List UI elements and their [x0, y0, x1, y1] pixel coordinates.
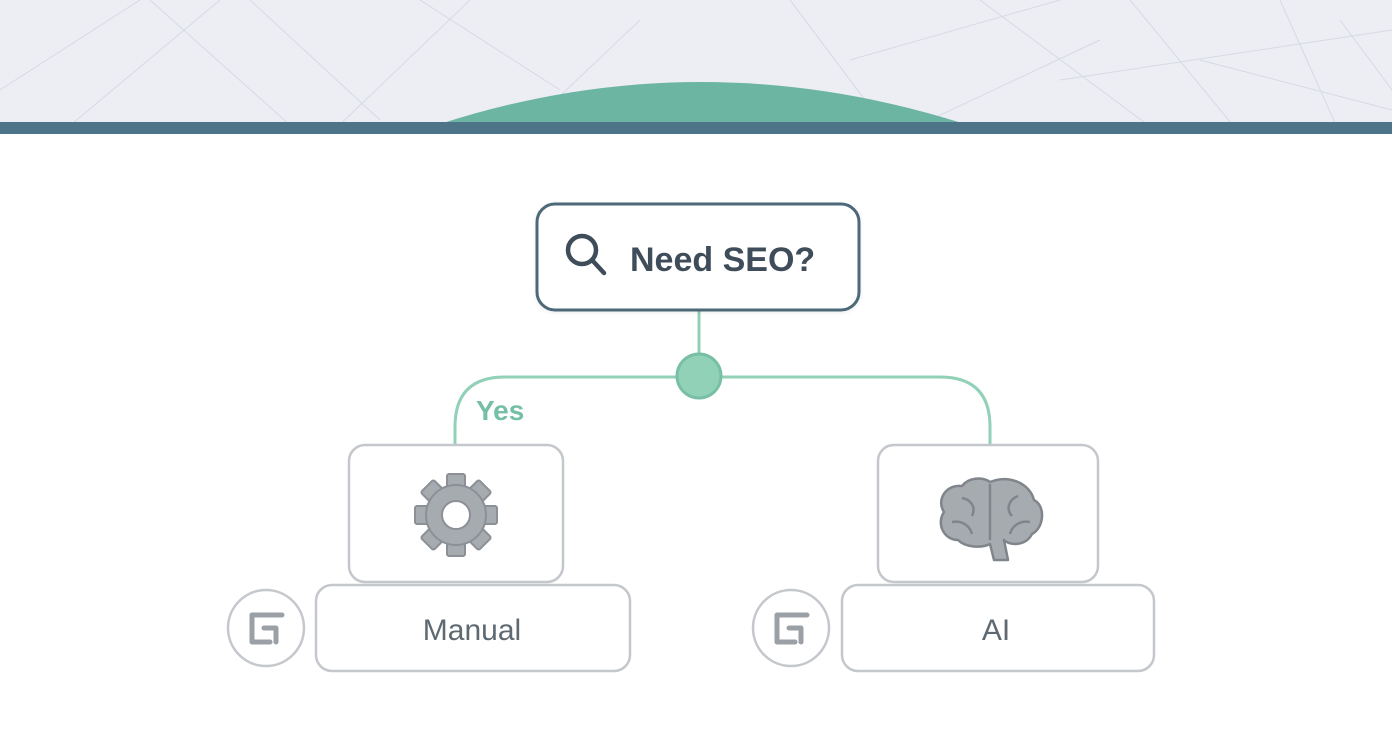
manual-label-box [314, 583, 632, 673]
root-node-box [535, 202, 861, 312]
right-branch-connector [721, 375, 992, 445]
junction-node [675, 352, 723, 400]
document-icon [774, 612, 810, 645]
yes-branch-label: Yes [476, 395, 524, 426]
option-manual[interactable]: Manual [226, 443, 632, 673]
header-geometric-lines [0, 0, 1392, 134]
ai-label: AI [982, 614, 1010, 647]
option-ai[interactable]: AI [751, 443, 1156, 673]
ai-badge [751, 588, 831, 668]
header-band [0, 122, 1392, 134]
gear-icon [414, 473, 498, 557]
brain-icon [939, 477, 1044, 562]
manual-badge [226, 588, 306, 668]
root-node-label: Need SEO? [630, 241, 815, 279]
connectors [453, 311, 992, 445]
document-icon [249, 612, 285, 645]
magnifier-icon [565, 233, 607, 276]
manual-label: Manual [423, 614, 521, 647]
header-dome [440, 82, 965, 124]
header-banner [0, 0, 1392, 134]
root-node[interactable]: Need SEO? [535, 202, 861, 312]
left-branch-connector [453, 375, 678, 445]
ai-label-box [840, 583, 1156, 673]
